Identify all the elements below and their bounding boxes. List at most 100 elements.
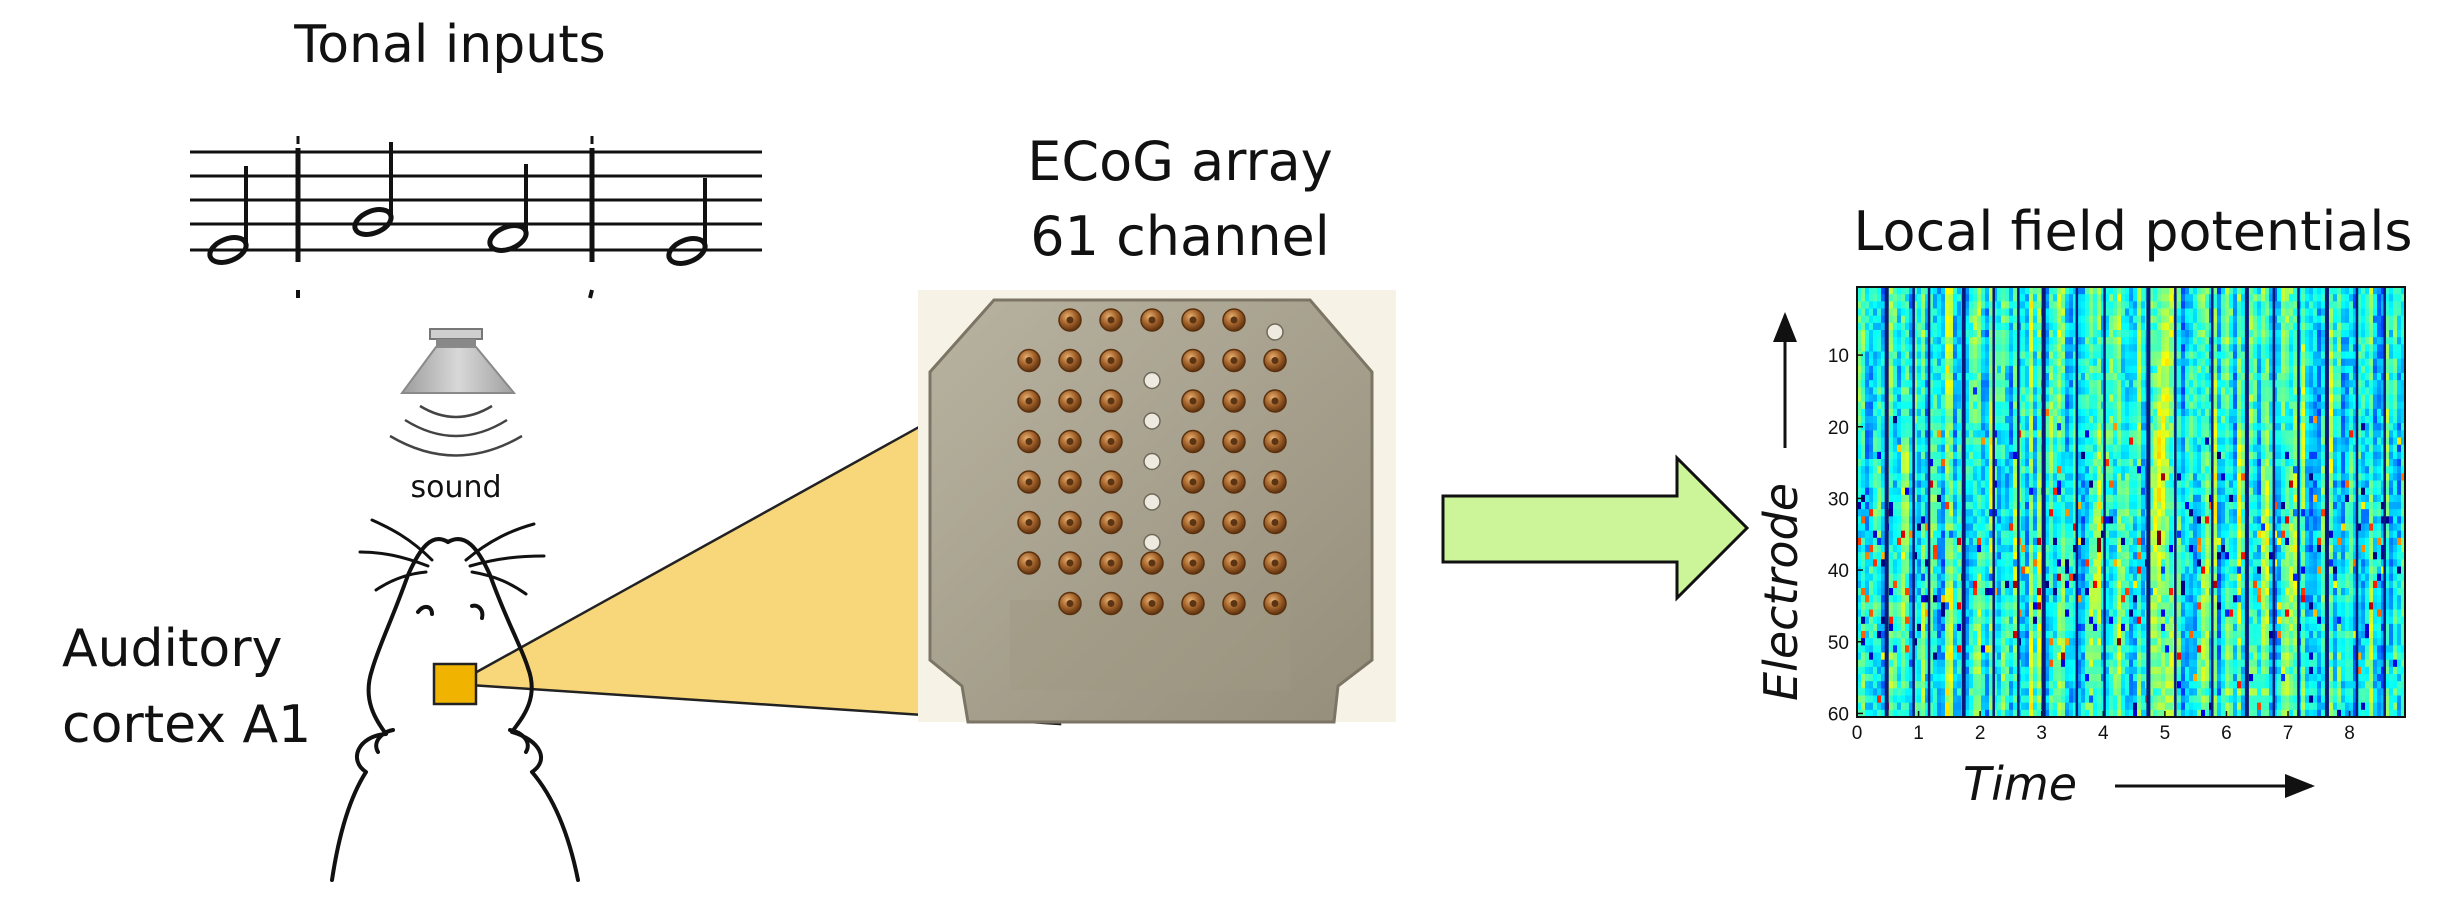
- heatmap-cell: [2029, 373, 2034, 381]
- heatmap-cell: [2137, 580, 2142, 589]
- heatmap-cell: [1993, 516, 1998, 525]
- heatmap-cell: [2137, 315, 2142, 324]
- heatmap-cell: [2073, 688, 2078, 697]
- heatmap-cell: [1933, 573, 1938, 582]
- heatmap-cell: [2097, 473, 2102, 482]
- heatmap-cell: [2153, 652, 2158, 661]
- heatmap-cell: [2045, 595, 2050, 603]
- heatmap-cell: [2141, 645, 2146, 654]
- heatmap-cell: [1869, 401, 1874, 410]
- heatmap-cell: [1905, 666, 1910, 675]
- heatmap-cell: [1925, 437, 1930, 446]
- heatmap-cell: [1921, 287, 1926, 295]
- heatmap-cell: [2013, 623, 2018, 632]
- heatmap-cell: [1985, 681, 1990, 689]
- heatmap-cell: [2109, 645, 2114, 654]
- heatmap-cell: [1937, 487, 1942, 496]
- heatmap-cell: [2001, 623, 2006, 632]
- heatmap-cell: [1953, 595, 1958, 603]
- heatmap-cell: [1869, 322, 1874, 331]
- heatmap-cell: [1973, 387, 1978, 396]
- heatmap-cell: [1945, 659, 1950, 668]
- heatmap-cell: [2049, 545, 2054, 553]
- heatmap-cell: [2113, 351, 2118, 360]
- heatmap-cell: [1881, 301, 1886, 310]
- heatmap-cell: [2077, 451, 2082, 460]
- heatmap-cell: [1929, 322, 1934, 331]
- heatmap-cell: [2049, 616, 2054, 625]
- heatmap-cell: [1877, 537, 1882, 546]
- heatmap-cell: [2089, 423, 2094, 431]
- heatmap-cell: [2153, 509, 2158, 517]
- heatmap-cell: [1877, 487, 1882, 496]
- heatmap-cell: [2057, 380, 2062, 388]
- heatmap-cell: [1893, 380, 1898, 388]
- heatmap-cell: [1913, 573, 1918, 582]
- heatmap-cell: [1985, 322, 1990, 331]
- heatmap-cell: [2045, 330, 2050, 338]
- heatmap-cell: [1949, 444, 1954, 453]
- heatmap-cell: [1993, 451, 1998, 460]
- heatmap-cell: [1949, 666, 1954, 675]
- heatmap-cell: [2153, 459, 2158, 467]
- heatmap-cell: [2153, 580, 2158, 589]
- heatmap-cell: [2029, 516, 2034, 525]
- heatmap-cell: [1905, 330, 1910, 338]
- heatmap-cell: [2109, 588, 2114, 596]
- heatmap-cell: [1969, 516, 1974, 525]
- heatmap-cell: [1889, 344, 1894, 353]
- heatmap-cell: [2053, 466, 2058, 474]
- heatmap-cell: [2133, 437, 2138, 446]
- heatmap-cell: [1993, 566, 1998, 575]
- heatmap-cell: [2005, 523, 2010, 532]
- heatmap-cell: [1865, 616, 1870, 625]
- heatmap-cell: [1989, 631, 1994, 639]
- heatmap-cell: [2005, 322, 2010, 331]
- heatmap-cell: [2137, 451, 2142, 460]
- heatmap-cell: [1941, 344, 1946, 353]
- heatmap-cell: [2093, 537, 2098, 546]
- heatmap-cell: [1869, 638, 1874, 646]
- heatmap-cell: [1953, 387, 1958, 396]
- heatmap-cell: [2177, 294, 2182, 302]
- heatmap-cell: [1941, 330, 1946, 338]
- heatmap-cell: [1873, 580, 1878, 589]
- heatmap-cell: [2093, 552, 2098, 560]
- heatmap-cell: [1945, 537, 1950, 546]
- heatmap-cell: [1985, 473, 1990, 482]
- heatmap-cell: [2013, 609, 2018, 618]
- heatmap-cell: [1857, 623, 1862, 632]
- heatmap-cell: [2097, 516, 2102, 525]
- heatmap-cell: [1897, 294, 1902, 302]
- heatmap-cell: [1981, 330, 1986, 338]
- heatmap-cell: [1925, 645, 1930, 654]
- heatmap-cell: [2093, 416, 2098, 424]
- heatmap-cell: [2157, 466, 2162, 474]
- heatmap-cell: [2105, 322, 2110, 331]
- heatmap-cell: [2093, 702, 2098, 711]
- heatmap-cell: [1945, 487, 1950, 496]
- heatmap-cell: [2085, 401, 2090, 410]
- heatmap-cell: [1933, 595, 1938, 603]
- heatmap-cell: [1993, 674, 1998, 682]
- heatmap-cell: [2141, 674, 2146, 682]
- heatmap-cell: [2113, 380, 2118, 388]
- heatmap-cell: [1953, 444, 1958, 453]
- heatmap-cell: [2129, 623, 2134, 632]
- ecog-title-line1: ECoG array: [1027, 130, 1332, 193]
- heatmap-cell: [2125, 616, 2130, 625]
- heatmap-cell: [2021, 444, 2026, 453]
- heatmap-cell: [1909, 301, 1914, 310]
- heatmap-cell: [2137, 666, 2142, 675]
- heatmap-cell: [1969, 444, 1974, 453]
- heatmap-cell: [2049, 709, 2054, 717]
- heatmap-cell: [2013, 631, 2018, 639]
- heatmap-cell: [2153, 681, 2158, 689]
- heatmap-cell: [2161, 315, 2166, 324]
- heatmap-cell: [1901, 301, 1906, 310]
- heatmap-cell: [2077, 588, 2082, 596]
- heatmap-cell: [2025, 695, 2030, 704]
- heatmap-cell: [1917, 287, 1922, 295]
- heatmap-cell: [2053, 545, 2058, 553]
- heatmap-cell: [1949, 623, 1954, 632]
